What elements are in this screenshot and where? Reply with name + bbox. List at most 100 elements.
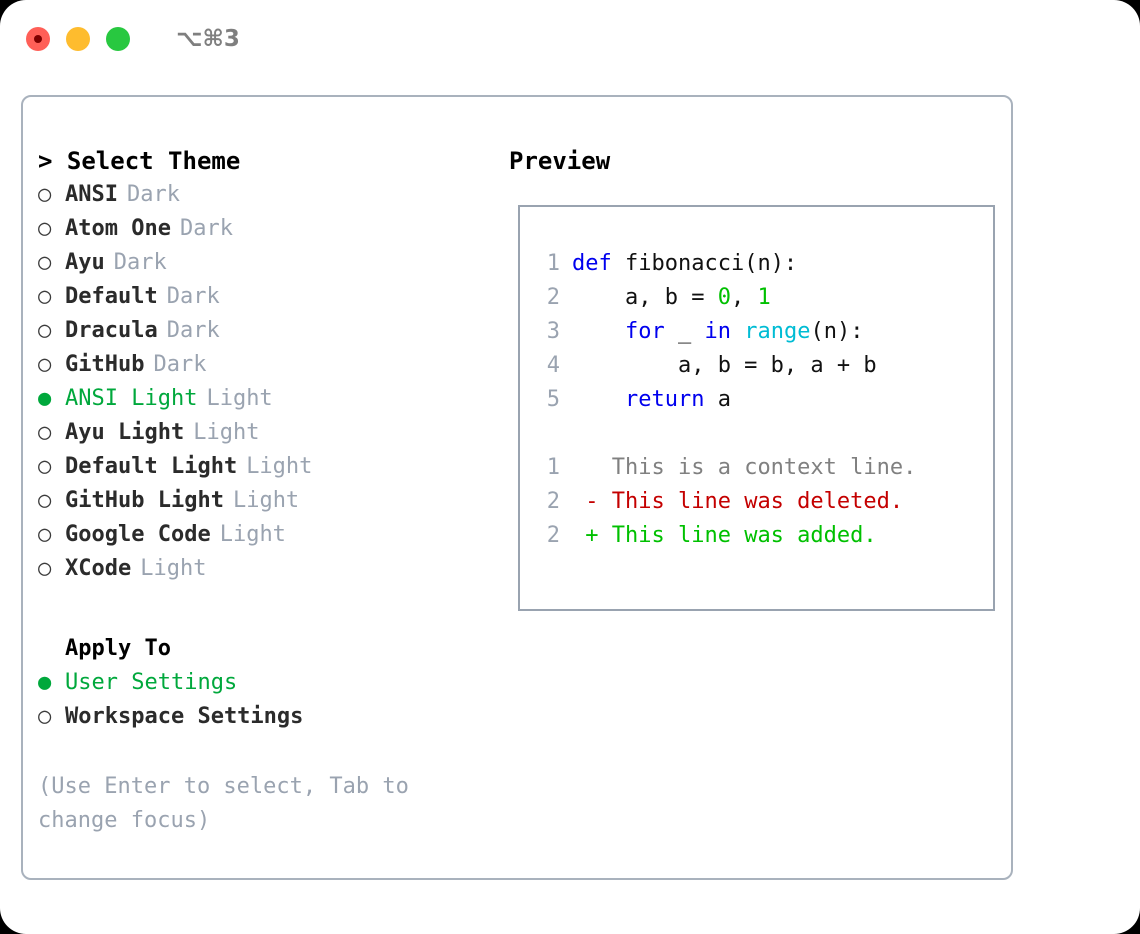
code-token: , (730, 285, 758, 310)
code-token: in (704, 319, 731, 344)
diff-text: This line was deleted. (598, 489, 904, 514)
theme-item-label: Default Light (65, 454, 238, 479)
line-number: 2 (546, 523, 560, 548)
theme-item-variant-tag: Dark (166, 318, 220, 343)
line-number: 3 (546, 319, 560, 344)
line-number: 2 (546, 489, 560, 514)
preview-header: Preview (509, 147, 611, 175)
line-number: 1 (546, 455, 560, 480)
theme-item-label: ANSI (65, 182, 118, 207)
theme-item-variant-tag: Light (232, 488, 300, 513)
code-token: return (624, 387, 705, 412)
theme-item-11[interactable]: ○ XCode Light (38, 552, 501, 586)
apply-to-header: Apply To (65, 636, 171, 661)
theme-item-variant-tag: Light (219, 522, 286, 547)
theme-item-variant-tag: Light (246, 454, 313, 479)
theme-item-0[interactable]: ○ ANSI Dark (38, 178, 501, 212)
code-token: a, b = (572, 285, 718, 310)
spacer (38, 586, 501, 632)
line-number: 2 (546, 285, 560, 310)
keyboard-shortcut-label: ⌥⌘3 (176, 26, 240, 52)
select-theme-header: > Select Theme (38, 147, 241, 175)
theme-item-variant-tag: Dark (153, 352, 207, 377)
code-line: 3 for _ in range(n): (534, 315, 993, 349)
code-token (572, 315, 625, 349)
apply-item-1[interactable]: ○Workspace Settings (38, 700, 501, 734)
diff-sign: - (572, 489, 599, 514)
help-hint-text: (Use Enter to select, Tab to change focu… (38, 774, 423, 833)
maximize-window-button[interactable] (106, 27, 130, 51)
theme-item-label: GitHub (65, 352, 145, 377)
radio-unselected-icon: ○ (38, 182, 52, 207)
title-bar: ⌥⌘3 (0, 0, 1140, 78)
diff-sign (572, 451, 599, 485)
code-token: a (704, 387, 731, 412)
theme-item-label: GitHub Light (65, 488, 224, 513)
theme-item-8[interactable]: ○ Default Light Light (38, 450, 501, 484)
apply-item-label: User Settings (65, 670, 238, 695)
line-number: 5 (546, 387, 560, 412)
theme-item-label: Ayu (65, 250, 105, 275)
line-number: 4 (546, 353, 560, 378)
theme-item-label: Google Code (65, 522, 211, 547)
diff-text: This line was added. (598, 523, 877, 548)
theme-item-variant-tag: Dark (166, 284, 220, 309)
close-window-button[interactable] (26, 27, 50, 51)
code-token: a, b = b, a + b (572, 353, 877, 378)
code-blank-line (534, 417, 993, 451)
apply-item-0[interactable]: ● User Settings (38, 666, 501, 700)
theme-item-label: ANSI Light (65, 386, 198, 411)
diff-sign: + (572, 523, 599, 548)
code-line: 4 a, b = b, a + b (534, 349, 993, 383)
code-token: 0 (717, 285, 731, 310)
theme-item-variant-tag: Dark (179, 216, 233, 241)
line-number: 1 (546, 251, 560, 276)
radio-selected-icon: ● (38, 670, 52, 695)
radio-unselected-icon: ○ (38, 556, 52, 581)
window-controls (26, 27, 130, 51)
code-token: fibonacci(n): (611, 251, 798, 276)
close-icon (34, 35, 42, 43)
code-token (731, 315, 744, 349)
radio-unselected-icon: ○ (38, 522, 52, 547)
diff-text: This is a context line. (598, 455, 917, 480)
radio-unselected-icon: ○ (38, 454, 52, 479)
theme-item-variant-tag: Dark (113, 250, 167, 275)
minimize-window-button[interactable] (66, 27, 90, 51)
theme-item-10[interactable]: ○ Google Code Light (38, 518, 501, 552)
theme-item-label: Ayu Light (65, 420, 185, 445)
theme-item-variant-tag: Light (206, 386, 273, 411)
theme-item-label: Atom One (65, 216, 171, 241)
code-token: _ (664, 319, 705, 344)
radio-unselected-icon: ○ (38, 704, 52, 729)
radio-unselected-icon: ○ (38, 250, 52, 275)
code-token: 1 (757, 285, 771, 310)
theme-item-variant-tag: Dark (126, 182, 180, 207)
theme-item-label: Dracula (65, 318, 158, 343)
code-token (572, 383, 625, 417)
theme-item-variant-tag: Light (140, 556, 207, 581)
theme-item-5[interactable]: ○ GitHub Dark (38, 348, 501, 382)
theme-item-2[interactable]: ○ Ayu Dark (38, 246, 501, 280)
theme-item-label: Default (65, 284, 158, 309)
code-line: 2 a, b = 0, 1 (534, 281, 993, 315)
theme-item-4[interactable]: ○ Dracula Dark (38, 314, 501, 348)
theme-item-label: XCode (65, 556, 132, 581)
apply-to-list[interactable]: ● User Settings ○Workspace Settings (38, 666, 501, 734)
radio-unselected-icon: ○ (38, 352, 52, 377)
radio-unselected-icon: ○ (38, 318, 52, 343)
